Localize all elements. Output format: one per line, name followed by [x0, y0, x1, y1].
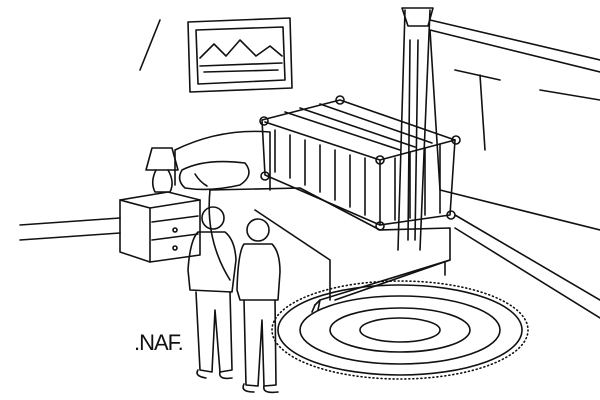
pillow — [178, 160, 250, 191]
man-right — [236, 218, 281, 394]
headboard — [174, 130, 271, 191]
man-left — [187, 206, 237, 380]
artist-signature: .NAF. — [134, 330, 184, 355]
nightstand — [119, 191, 201, 263]
room-lines — [19, 19, 600, 319]
curtain — [397, 7, 434, 251]
crib-structure — [259, 95, 461, 231]
bed — [208, 187, 451, 313]
window — [429, 19, 600, 231]
lamp — [145, 147, 179, 193]
framed-picture — [187, 17, 293, 93]
oval-rug — [271, 280, 529, 380]
